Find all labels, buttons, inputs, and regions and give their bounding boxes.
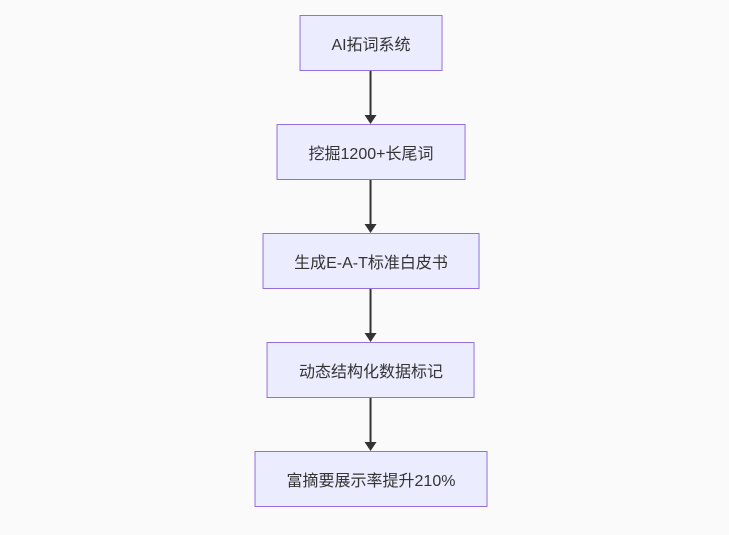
flow-node: 挖掘1200+长尾词 xyxy=(276,124,466,180)
arrow-line xyxy=(370,289,372,333)
flow-node-label: AI拓词系统 xyxy=(331,37,411,54)
arrowhead-icon xyxy=(365,115,377,124)
flow-node: AI拓词系统 xyxy=(299,15,443,71)
flow-node: 动态结构化数据标记 xyxy=(266,342,475,398)
flow-arrow xyxy=(365,180,377,233)
arrow-line xyxy=(370,71,372,115)
flow-arrow xyxy=(365,398,377,451)
flow-arrow xyxy=(365,289,377,342)
flow-node-label: 动态结构化数据标记 xyxy=(298,364,443,381)
flow-arrow xyxy=(365,71,377,124)
arrowhead-icon xyxy=(365,333,377,342)
flowchart: AI拓词系统 挖掘1200+长尾词 生成E-A-T标准白皮书 动态结构化数据标记… xyxy=(254,15,488,507)
flow-node-label: 富摘要展示率提升210% xyxy=(286,473,456,490)
flow-node: 富摘要展示率提升210% xyxy=(254,451,488,507)
flow-node-label: 挖掘1200+长尾词 xyxy=(308,146,434,163)
arrow-line xyxy=(370,398,372,442)
flow-node-label: 生成E-A-T标准白皮书 xyxy=(294,255,448,272)
arrow-line xyxy=(370,180,372,224)
arrowhead-icon xyxy=(365,442,377,451)
arrowhead-icon xyxy=(365,224,377,233)
flow-node: 生成E-A-T标准白皮书 xyxy=(262,233,480,289)
